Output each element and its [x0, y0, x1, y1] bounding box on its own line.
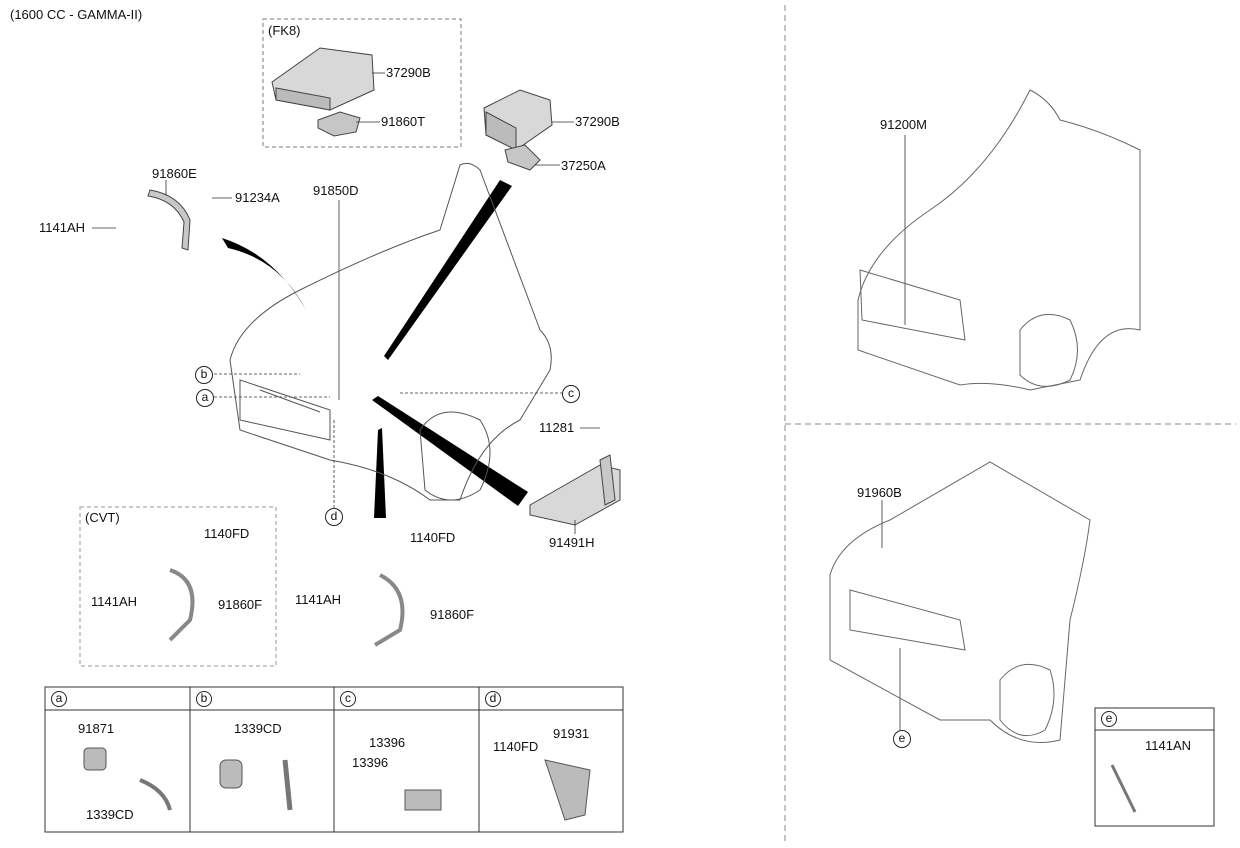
detail-part-label: 1140FD — [493, 739, 539, 754]
detail-b-header: b — [196, 691, 212, 707]
part-label: 91860T — [381, 114, 426, 129]
group-fk8-label: (FK8) — [268, 23, 301, 38]
part-label: 91234A — [235, 190, 280, 205]
part-label: 91860F — [430, 607, 475, 622]
detail-part-label: 13396 — [369, 735, 406, 750]
detail-part-label: 13396 — [352, 755, 389, 770]
part-label: 1141AH — [39, 220, 86, 235]
group-cvt-label: (CVT) — [85, 510, 120, 525]
part-label: 91200M — [880, 117, 927, 132]
part-label: 1141AH — [295, 592, 342, 607]
detail-a-header: a — [51, 691, 67, 707]
part-label: 91860F — [218, 597, 263, 612]
part-label: 11281 — [539, 420, 575, 435]
part-label: 37290B — [575, 114, 620, 129]
detail-part-label: 1141AN — [1145, 738, 1192, 753]
part-label: 37250A — [561, 158, 606, 173]
detail-part-label: 91931 — [553, 726, 590, 741]
part-label: 91850D — [313, 183, 359, 198]
part-label: 1140FD — [410, 530, 456, 545]
part-label: 1141AH — [91, 594, 138, 609]
detail-part-label: 1339CD — [86, 807, 134, 822]
callout-b: b — [195, 366, 213, 384]
part-label: 91960B — [857, 485, 902, 500]
page-title: (1600 CC - GAMMA-II) — [10, 7, 143, 22]
detail-d-header: d — [485, 691, 501, 707]
callout-d: d — [325, 508, 343, 526]
detail-part-label: 91871 — [78, 721, 115, 736]
callout-e: e — [893, 730, 911, 748]
detail-c-header: c — [340, 691, 356, 707]
part-label: 91860E — [152, 166, 197, 181]
callout-a: a — [196, 389, 214, 407]
detail-part-label: 1339CD — [234, 721, 282, 736]
detail-e-header: e — [1101, 711, 1117, 727]
part-label: 91491H — [549, 535, 595, 550]
callout-c: c — [562, 385, 580, 403]
part-label: 37290B — [386, 65, 431, 80]
part-label: 1140FD — [204, 526, 250, 541]
